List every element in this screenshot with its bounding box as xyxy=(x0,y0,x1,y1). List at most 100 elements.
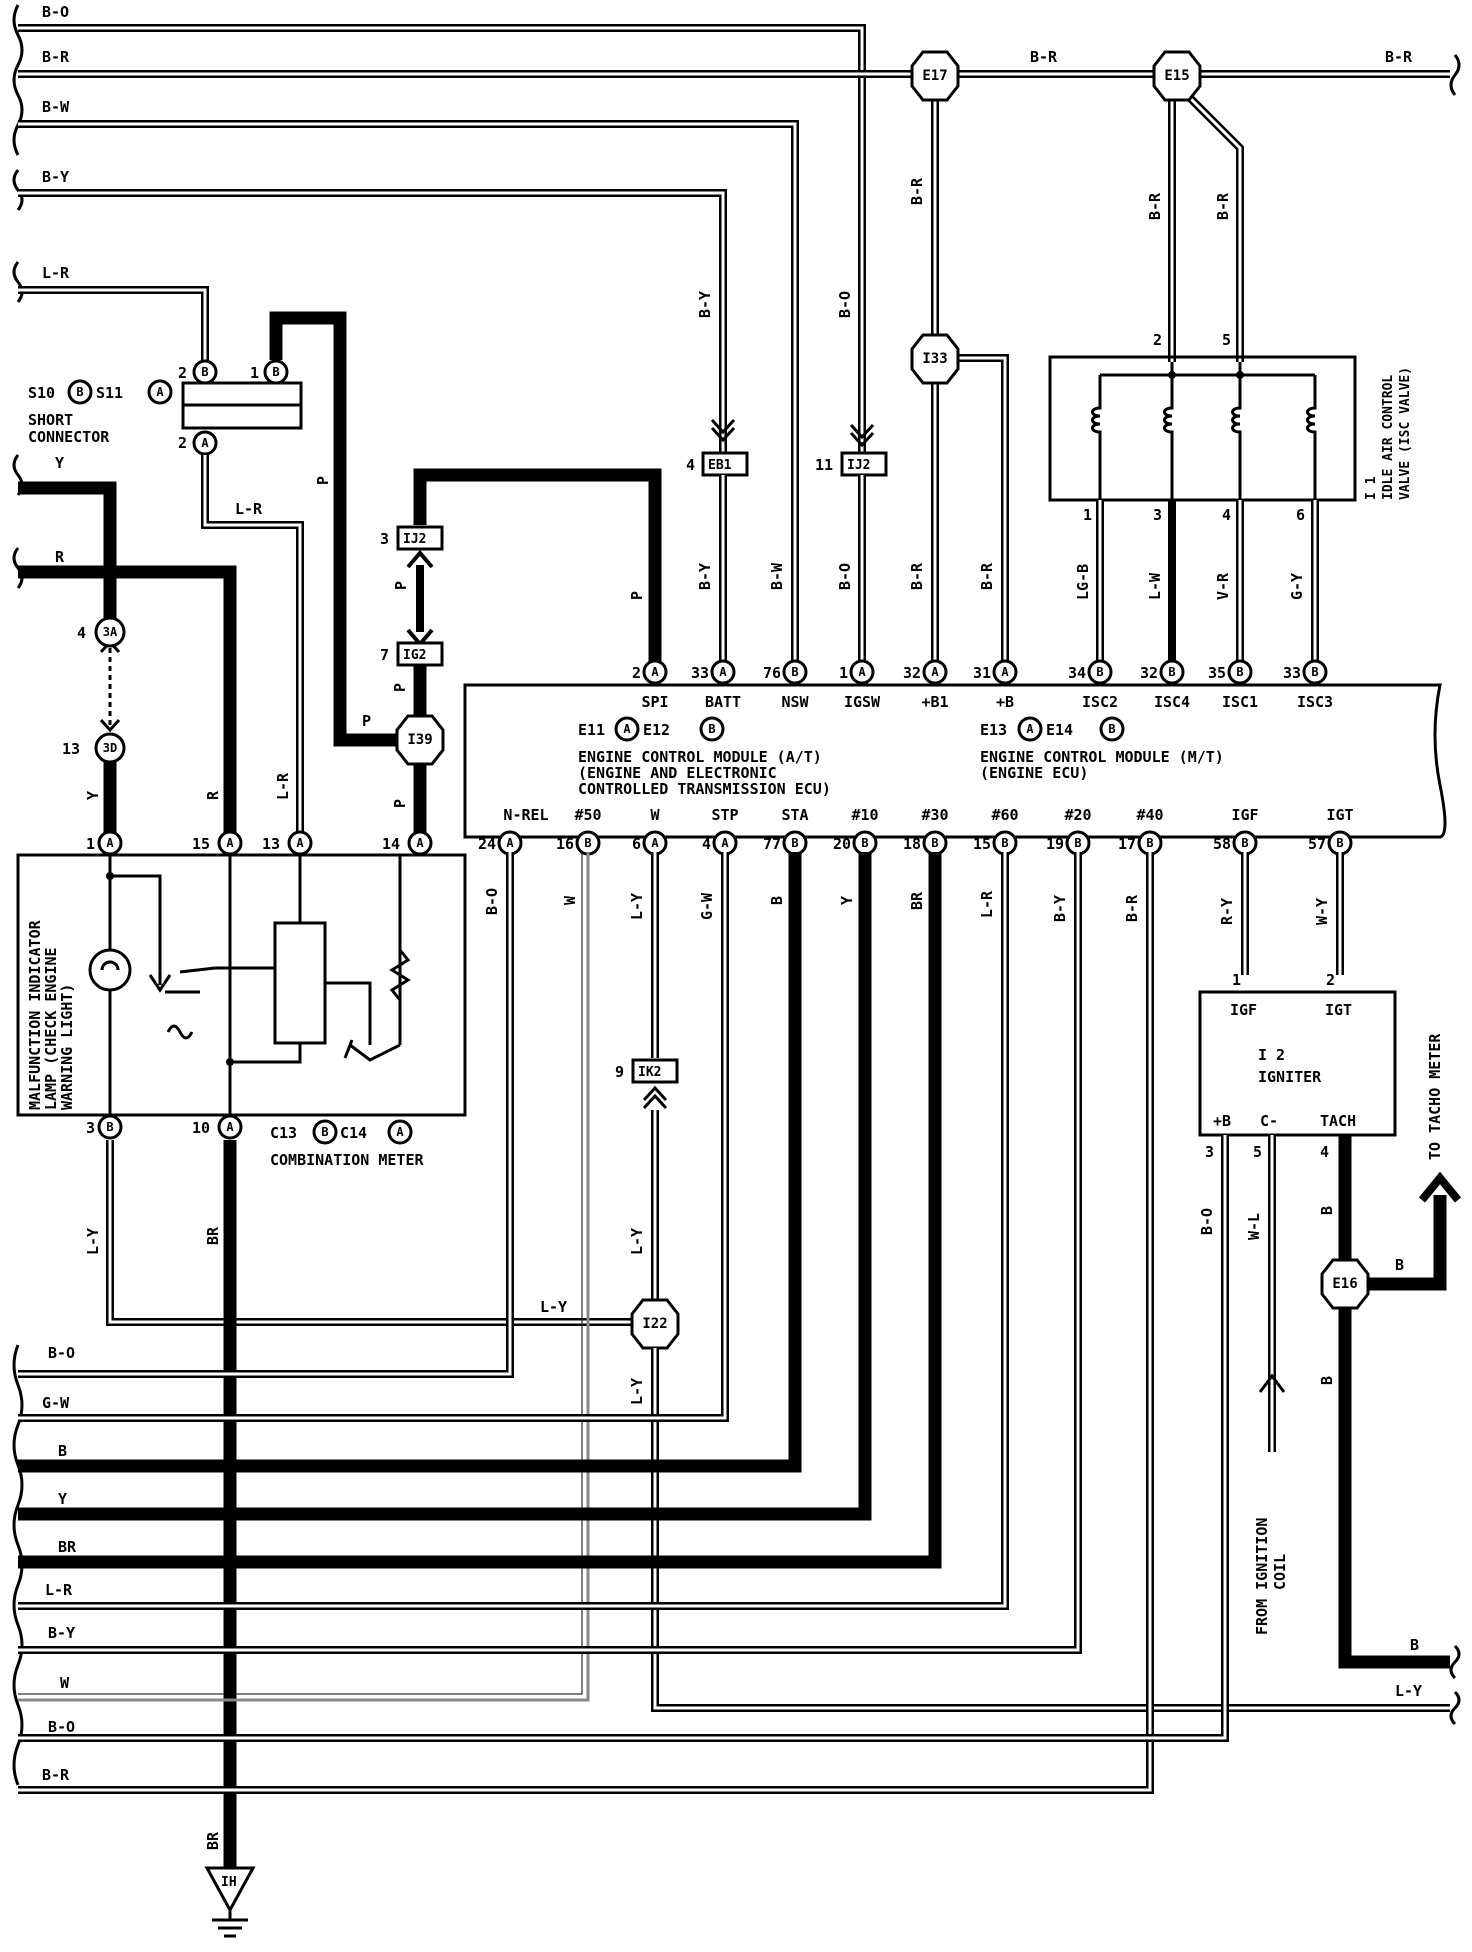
ecm-pin-conn-letter: B xyxy=(861,836,868,850)
wire-label: BR xyxy=(204,1226,222,1245)
splice-label: I22 xyxy=(642,1316,667,1332)
left-wire-label: R xyxy=(55,548,65,566)
ecm-pin-conn-letter: B xyxy=(1236,665,1243,679)
left-wire-label: B-O xyxy=(48,1344,75,1362)
short-connector-label: SHORT xyxy=(28,411,73,429)
isc-pin: 3 xyxy=(1153,506,1162,524)
ecm-pin-conn-letter: A xyxy=(858,665,866,679)
meter-conn: B xyxy=(321,1125,328,1139)
ecm-pin-conn-letter: B xyxy=(791,665,798,679)
wire-label: B-R xyxy=(1146,192,1164,220)
ecm-pin-number: 57 xyxy=(1308,835,1326,853)
ecm-pin-number: 20 xyxy=(833,835,851,853)
ecm-top-pins: A2SPIA33BATTB76NSWA1IGSWA32+B1A31+BB34IS… xyxy=(632,659,1333,711)
left-wire-label: G-W xyxy=(42,1394,70,1412)
ecm-pin-conn xyxy=(1227,659,1253,685)
igniter-pin-label: IGF xyxy=(1230,1001,1257,1019)
left-wire-label: B-W xyxy=(42,98,70,116)
short-connector-label: CONNECTOR xyxy=(28,428,110,446)
from-ignition-label: COIL xyxy=(1271,1554,1289,1590)
ecm-pin-name: #60 xyxy=(991,806,1018,824)
ecm-pin-name: #50 xyxy=(574,806,601,824)
splice-i39: I39 xyxy=(395,714,445,766)
connector-3a: 3A 4 xyxy=(77,616,126,648)
ecm-pin-conn-letter: B xyxy=(584,836,591,850)
wire-label: B-R xyxy=(978,562,996,590)
wire-label: B-Y xyxy=(696,563,714,590)
isc-pin: 4 xyxy=(1222,506,1231,524)
pin-number: 4 xyxy=(77,624,86,642)
ecm-pin-name: STA xyxy=(781,806,808,824)
connector-ig2: IG2 7 xyxy=(380,641,444,667)
ecm-pin-conn-letter: B xyxy=(1146,836,1153,850)
ecm-pin-conn-letter: B xyxy=(1096,665,1103,679)
wire-label: BR xyxy=(204,1831,222,1850)
wire-label: B-O xyxy=(1198,1208,1216,1235)
ecm-pin-name: #20 xyxy=(1064,806,1091,824)
left-wire-label: B-O xyxy=(48,1718,75,1736)
left-wire-labels: B-O B-R B-W B-Y L-R Y R B-O G-W B Y BR L… xyxy=(42,3,77,1784)
pin-number: 2 xyxy=(178,364,187,382)
ecm-pin-conn-letter: B xyxy=(1336,836,1343,850)
from-ignition-label: FROM IGNITION xyxy=(1253,1518,1271,1635)
ground-label: IH xyxy=(221,1875,237,1890)
igniter-pin-label: C- xyxy=(1260,1112,1278,1130)
left-wire-label: B-R xyxy=(42,48,70,66)
meter-title: COMBINATION METER xyxy=(270,1151,424,1169)
ecm-pin-name: ISC4 xyxy=(1154,693,1190,711)
ecm-pin-name: STP xyxy=(711,806,738,824)
left-wire-label: L-R xyxy=(42,264,70,282)
pin-conn: A xyxy=(296,836,304,850)
short-connector: 2 B 1 B 2 A S10 B S11 A SHORT CONNECTOR xyxy=(28,359,303,456)
pin-number: 1 xyxy=(1232,971,1241,989)
pin-number: 3 xyxy=(86,1119,95,1137)
ecm-pin-name: W xyxy=(650,806,660,824)
ecm-pin-number: 24 xyxy=(478,835,496,853)
ecm-pin-conn-letter: B xyxy=(791,836,798,850)
ecm-pin-conn xyxy=(992,659,1018,685)
wire-label: B xyxy=(768,896,786,905)
ecm-pin-number: 31 xyxy=(973,664,991,682)
wire-label: B-R xyxy=(908,562,926,590)
short-connector-name: S10 xyxy=(28,384,55,402)
ecm-pin-number: 76 xyxy=(763,664,781,682)
meter-title: C14 xyxy=(340,1124,367,1142)
left-wire-label: B xyxy=(58,1442,67,1460)
pin-conn: A xyxy=(416,836,424,850)
connector-label: EB1 xyxy=(708,458,732,473)
connector-label: IJ2 xyxy=(847,458,870,473)
ecm-pin-number: 16 xyxy=(556,835,574,853)
connector-ij2-3: IJ2 3 xyxy=(380,525,444,551)
isc-valve-label: VALVE (ISC VALVE) xyxy=(1398,367,1413,500)
wire-label: B-O xyxy=(836,563,854,590)
left-wire-label: Y xyxy=(58,1490,67,1508)
wire-label: B xyxy=(1410,1636,1419,1654)
ecm-pin-number: 32 xyxy=(903,664,921,682)
short-connector-name: S11 xyxy=(96,384,123,402)
ecm-pin-conn-letter: B xyxy=(1311,665,1318,679)
splice-e17: E17 xyxy=(910,50,960,102)
igniter-pin-label: TACH xyxy=(1320,1112,1356,1130)
connector-label: 3A xyxy=(103,625,118,639)
ecm-pin-number: 32 xyxy=(1140,664,1158,682)
ecm-pin-conn-letter: A xyxy=(719,665,727,679)
ecm-pin-number: 34 xyxy=(1068,664,1086,682)
pin-number: 9 xyxy=(615,1063,624,1081)
pin-conn: B xyxy=(272,365,279,379)
ecm-pin-number: 77 xyxy=(763,835,781,853)
wire-label: B-R xyxy=(908,177,926,205)
ecm-pin-name: NSW xyxy=(781,693,809,711)
wire-label: B-Y xyxy=(696,291,714,318)
ecm-pin-number: 18 xyxy=(903,835,921,853)
wire-label: P xyxy=(391,799,409,808)
ecm-label: ENGINE CONTROL MODULE (M/T) xyxy=(980,748,1224,766)
igniter: 1 2 IGF IGT I 2 IGNITER +B C- TACH 3 5 4 xyxy=(1198,971,1397,1161)
ecm-pin-conn xyxy=(642,659,668,685)
connector-label: IG2 xyxy=(403,648,426,663)
wire-label: V-R xyxy=(1214,572,1232,600)
wire-label: B-R xyxy=(1030,48,1058,66)
isc-pin: 2 xyxy=(1153,331,1162,349)
left-wire-label: W xyxy=(60,1674,70,1692)
engine-control-module: E11 A E12 B ENGINE CONTROL MODULE (A/T) … xyxy=(463,683,1447,839)
